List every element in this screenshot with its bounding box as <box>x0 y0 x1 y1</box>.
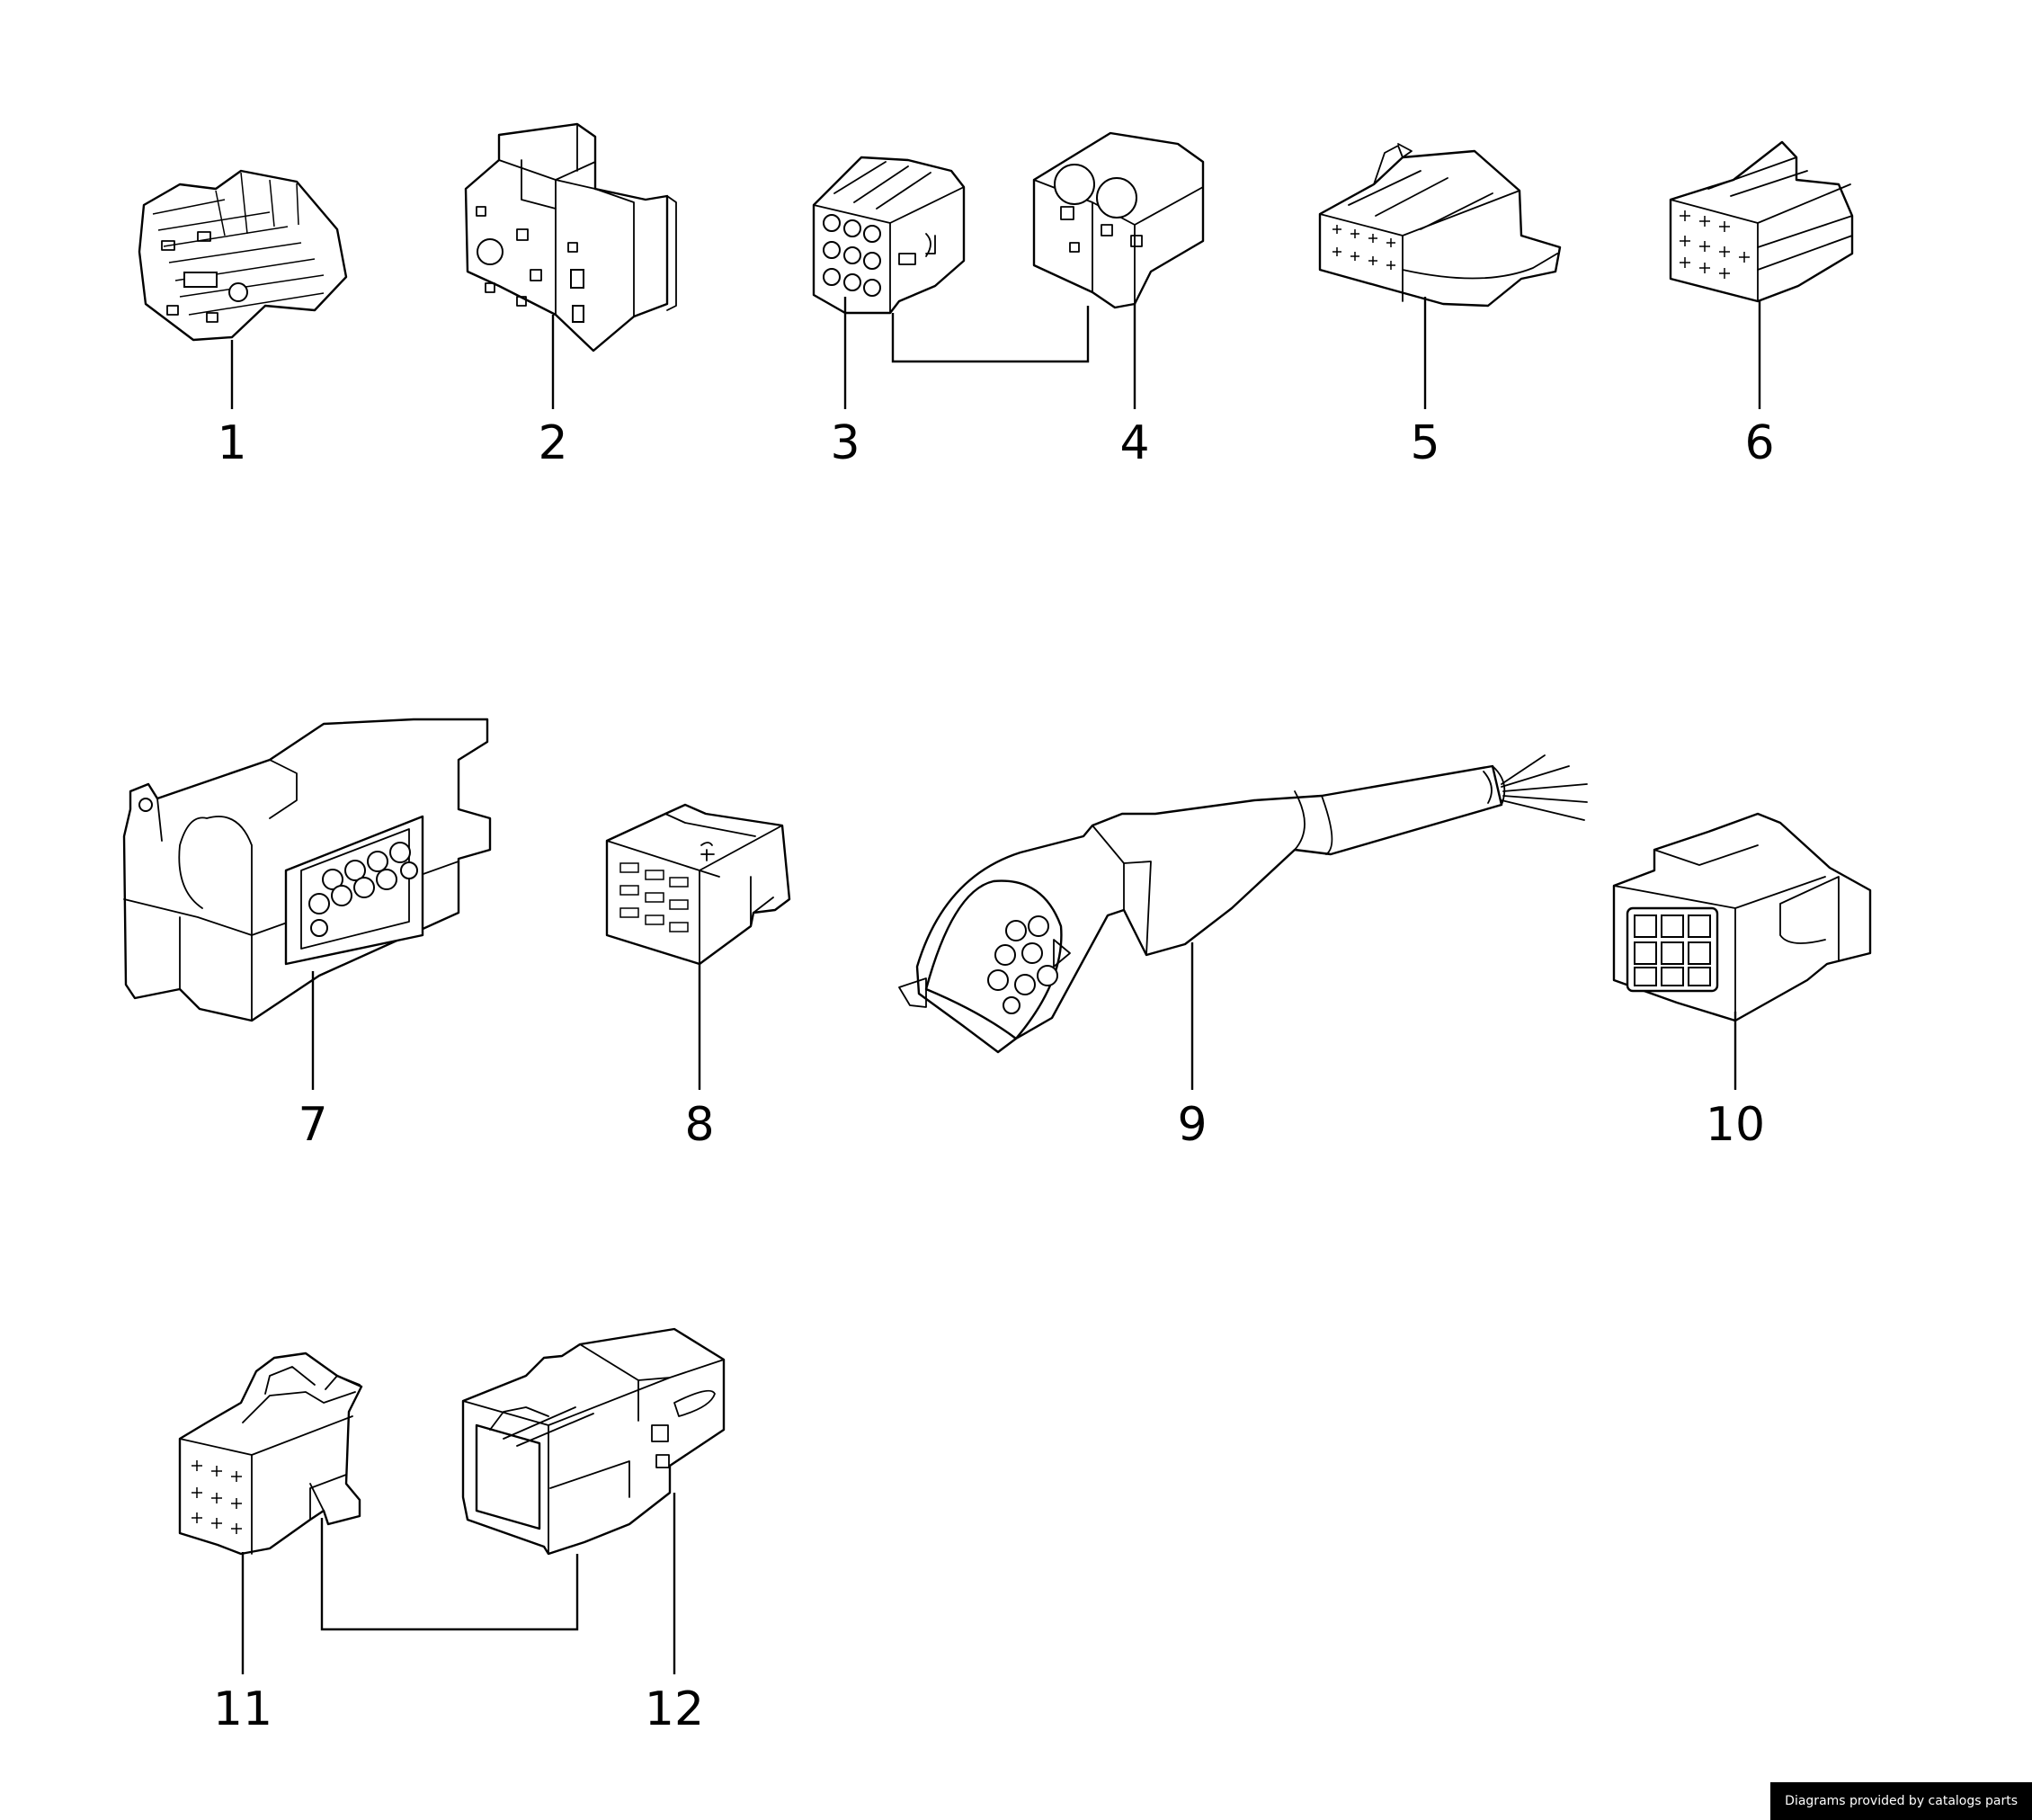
callout-10: 10 <box>1706 1098 1765 1152</box>
part-5-connector <box>1320 144 1560 306</box>
callout-3: 3 <box>830 416 860 470</box>
part-5-pins <box>1332 225 1395 270</box>
part-7-pins <box>309 843 417 936</box>
callout-11: 11 <box>213 1682 272 1736</box>
part-11-pins <box>192 1460 242 1534</box>
part-2-connector <box>466 124 676 351</box>
part-3-connector <box>814 157 964 313</box>
callout-4: 4 <box>1119 416 1149 470</box>
part-10-cavities <box>1635 915 1710 986</box>
part-9-cable-connector <box>899 755 1587 1052</box>
part-4-connector <box>1034 133 1203 308</box>
connector-11-12-bracket <box>322 1518 577 1629</box>
callout-7: 7 <box>298 1098 327 1152</box>
callout-9: 9 <box>1177 1098 1207 1152</box>
callout-2: 2 <box>538 416 567 470</box>
connector-3-4-bracket <box>893 306 1088 361</box>
part-11-connector <box>180 1353 361 1554</box>
part-9-pins <box>988 916 1070 1013</box>
part-10-connector <box>1614 814 1870 1021</box>
part-8-pins <box>620 863 688 932</box>
watermark-label: Diagrams provided by catalogs parts <box>1770 1782 2032 1820</box>
part-12-connector <box>463 1329 724 1554</box>
part-7-connector <box>124 719 490 1021</box>
callout-1: 1 <box>217 416 246 470</box>
callout-5: 5 <box>1410 416 1439 470</box>
part-3-pins <box>824 215 880 296</box>
callout-12: 12 <box>645 1682 704 1736</box>
part-1-connector <box>139 171 346 340</box>
part-6-pins <box>1680 210 1750 279</box>
callout-6: 6 <box>1744 416 1774 470</box>
part-8-connector <box>607 805 789 964</box>
part-6-connector <box>1671 142 1852 301</box>
callout-8: 8 <box>684 1098 714 1152</box>
